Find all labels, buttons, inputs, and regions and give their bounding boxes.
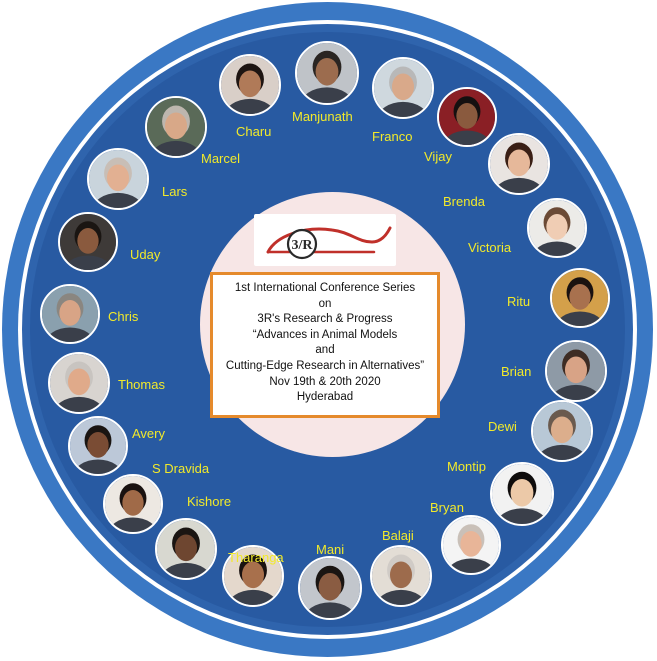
- speaker-photo-marcel: [145, 96, 207, 158]
- info-line-dates: Nov 19th & 20th 2020: [269, 375, 381, 388]
- speaker-name-manjunath: Manjunath: [292, 109, 353, 124]
- speaker-photo-lars: [87, 148, 149, 210]
- portrait-icon: [297, 43, 357, 103]
- speaker-name-charu: Charu: [236, 124, 272, 139]
- speaker-name-brenda: Brenda: [443, 194, 485, 209]
- speaker-photo-victoria: [527, 198, 587, 258]
- portrait-icon: [105, 476, 161, 532]
- speaker-photo-avery: [68, 416, 128, 476]
- portrait-icon: [443, 517, 499, 573]
- speaker-photo-kishore: [155, 518, 217, 580]
- portrait-icon: [374, 59, 432, 117]
- speaker-photo-balaji: [370, 545, 432, 607]
- speaker-name-uday: Uday: [130, 247, 161, 262]
- conference-logo: 3/R: [254, 214, 396, 266]
- portrait-icon: [372, 547, 430, 605]
- speaker-name-montip: Montip: [447, 459, 487, 474]
- speaker-photo-brian: [545, 340, 607, 402]
- portrait-icon: [221, 56, 279, 114]
- portrait-icon: [529, 200, 585, 256]
- speaker-photo-uday: [58, 212, 118, 272]
- portrait-icon: [224, 547, 282, 605]
- speaker-photo-manjunath: [295, 41, 359, 105]
- info-line-topic: 3R's Research & Progress: [257, 313, 393, 326]
- portrait-icon: [60, 214, 116, 270]
- portrait-icon: [300, 558, 360, 618]
- info-line-location: Hyderabad: [296, 391, 354, 404]
- speaker-photo-mani: [298, 556, 362, 620]
- speaker-name-brian: Brian: [501, 364, 532, 379]
- speaker-name-thomas: Thomas: [118, 377, 165, 392]
- portrait-icon: [89, 150, 147, 208]
- info-line-and: and: [315, 344, 335, 357]
- speaker-photo-ritu: [550, 268, 610, 328]
- portrait-icon: [490, 135, 548, 193]
- portrait-icon: [439, 89, 495, 145]
- speaker-name-victoria: Victoria: [468, 240, 512, 255]
- speaker-name-kishore: Kishore: [187, 494, 232, 509]
- portrait-icon: [552, 270, 608, 326]
- info-line-title-1: “Advances in Animal Models: [252, 328, 398, 341]
- speaker-name-bryan: Bryan: [430, 500, 464, 515]
- speaker-name-balaji: Balaji: [382, 528, 414, 543]
- speaker-name-tharanga: Tharanga: [228, 550, 284, 565]
- speaker-photo-vijay: [437, 87, 497, 147]
- info-line-title-2: Cutting-Edge Research in Alternatives”: [225, 359, 425, 372]
- speaker-name-ritu: Ritu: [507, 294, 531, 309]
- speaker-name-dewi: Dewi: [488, 419, 517, 434]
- speaker-photo-tharanga: [222, 545, 284, 607]
- portrait-icon: [147, 98, 205, 156]
- speaker-photo-s-dravida: [103, 474, 163, 534]
- speaker-name-vijay: Vijay: [424, 149, 452, 164]
- speaker-photo-chris: [40, 284, 100, 344]
- portrait-icon: [492, 464, 552, 524]
- speaker-name-s-dravida: S Dravida: [152, 461, 210, 476]
- speaker-name-franco: Franco: [372, 129, 413, 144]
- speaker-photo-montip: [490, 462, 554, 526]
- portrait-icon: [70, 418, 126, 474]
- speaker-name-marcel: Marcel: [201, 151, 241, 166]
- speaker-photo-brenda: [488, 133, 550, 195]
- speaker-name-avery: Avery: [132, 426, 165, 441]
- speaker-photo-bryan: [441, 515, 501, 575]
- speaker-name-lars: Lars: [162, 184, 188, 199]
- speaker-photo-charu: [219, 54, 281, 116]
- portrait-icon: [547, 342, 605, 400]
- logo-mark-icon: 3/R: [266, 226, 392, 260]
- speaker-photo-dewi: [531, 400, 593, 462]
- speaker-photo-franco: [372, 57, 434, 119]
- info-line-series: 1st International Conference Series: [234, 282, 416, 294]
- portrait-icon: [533, 402, 591, 460]
- speaker-name-chris: Chris: [108, 309, 139, 324]
- conference-info-box: 1st International Conference Series on 3…: [210, 272, 440, 418]
- speaker-photo-thomas: [48, 352, 110, 414]
- portrait-icon: [157, 520, 215, 578]
- portrait-icon: [50, 354, 108, 412]
- logo-text: 3/R: [292, 238, 314, 253]
- speaker-name-mani: Mani: [316, 542, 345, 557]
- info-line-on: on: [318, 297, 332, 310]
- portrait-icon: [42, 286, 98, 342]
